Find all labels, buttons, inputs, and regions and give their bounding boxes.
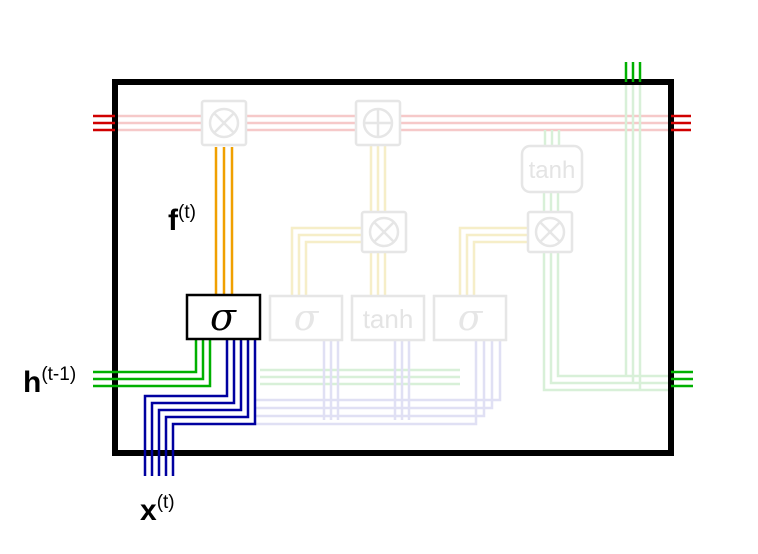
hidden-input-wires (93, 340, 212, 388)
input-sigma-label: σ (294, 298, 320, 339)
output-sigma-box (432, 294, 508, 342)
forget-sigma-box (185, 293, 262, 341)
forget-sigma-label: σ (210, 295, 237, 339)
cell-state-in-stub (93, 114, 115, 132)
cell-frame (112, 79, 674, 456)
cell-tanh-label: tanh (529, 157, 576, 184)
cell-state-out-stub (671, 114, 691, 132)
input-multiply-node (360, 210, 408, 254)
hidden-out-right-stub (671, 370, 693, 388)
candidate-tanh-label: tanh (363, 304, 414, 334)
forget-output-label: f(t) (168, 202, 196, 237)
forget-output-wires (214, 147, 234, 296)
candidate-tanh-box (350, 294, 426, 342)
input-sigma-box (268, 294, 344, 342)
x-input-wires (143, 340, 257, 476)
faded-wiring (115, 80, 672, 426)
hidden-prev-label: h(t-1) (23, 364, 76, 399)
faded-operators (200, 99, 584, 342)
cell-add-node (354, 99, 402, 147)
output-multiply-node (526, 210, 574, 254)
hidden-out-top-stub (624, 62, 642, 82)
input-label: x(t) (140, 492, 175, 527)
cell-tanh-node (520, 144, 584, 194)
output-sigma-label: σ (458, 298, 484, 339)
forget-multiply-node (200, 99, 248, 147)
